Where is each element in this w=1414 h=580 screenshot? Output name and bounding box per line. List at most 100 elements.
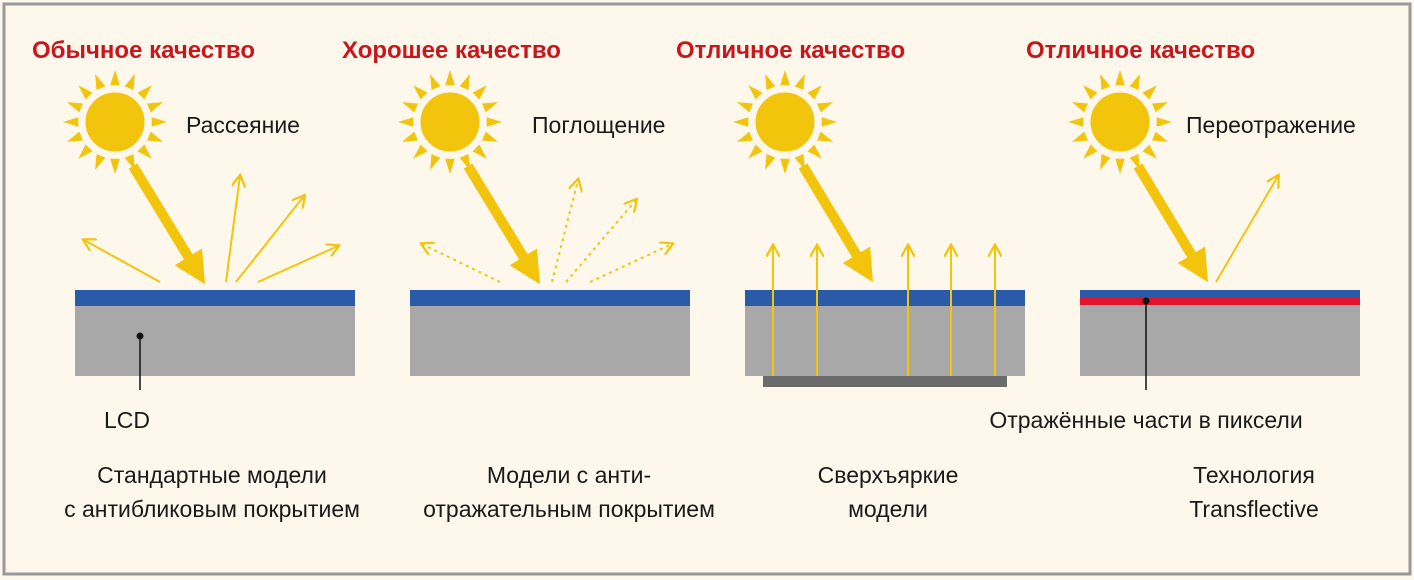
sun-ray [482,131,499,142]
description-1-line-2: с антибликовым покрытием [64,496,360,522]
effect-label-2: Поглощение [532,112,665,138]
sun-ray [459,73,470,90]
quality-title-3: Отличное качество [676,37,905,64]
sun-ray [1071,102,1088,113]
coating-layer [75,290,355,306]
sun-ray [736,102,753,113]
scattered-ray [225,176,240,283]
sun-ray [1142,144,1157,159]
panel-4: Отличное качество Переотражение Отражённ… [989,37,1360,522]
sun-disc [752,89,818,155]
scattered-ray [84,240,161,283]
description-3-line-2: модели [848,496,928,522]
backlight-bar [763,376,1007,387]
sun-ray [413,144,428,159]
sun-ray [821,117,837,127]
sun-ray [1100,73,1111,90]
sun-disc [82,89,148,155]
sun-ray [472,144,487,159]
sun-ray [1083,144,1098,159]
sun-ray [398,117,414,127]
sun-ray [445,158,455,174]
panel-2: Хорошее качество Поглощение Модели с ант… [342,37,715,522]
reflected-ray [1215,176,1278,283]
sun-ray [1156,117,1172,127]
lcd-label: LCD [104,407,150,433]
sun-ray [817,102,834,113]
incoming-light-arrow [798,163,873,283]
scattered-ray [235,196,304,283]
quality-title-1: Обычное качество [32,37,255,64]
sun-ray [151,117,167,127]
sun-ray [1152,102,1169,113]
sun-ray [137,144,152,159]
absorbed-ray [589,244,672,283]
reflective-layer [1080,298,1360,305]
sun-ray [459,154,470,171]
description-3-line-1: Сверхъяркие [818,462,959,488]
panel-3: Отличное качество Сверхъяркие модели [676,37,1025,522]
coating-layer [745,290,1025,306]
sun-ray [794,154,805,171]
lcd-layer [1080,305,1360,376]
description-4-line-2: Transflective [1189,496,1319,522]
sun-ray [1115,70,1125,86]
sun-ray [807,85,822,100]
leader-dot [1142,297,1150,305]
sun-disc [1087,89,1153,155]
description-1-line-1: Стандартные модели [97,462,327,488]
sun-ray [124,154,135,171]
sun-ray [401,102,418,113]
coating-layer [410,290,690,306]
sun-ray [1115,158,1125,174]
effect-label-4: Переотражение [1186,112,1356,138]
sun-ray [817,131,834,142]
reflected-parts-label: Отражённые части в пиксели [989,407,1302,433]
sun-ray [765,73,776,90]
sun-ray [110,70,120,86]
sun-ray [748,85,763,100]
description-2-line-2: отражательным покрытием [423,496,715,522]
sun-ray [110,158,120,174]
quality-title-4: Отличное качество [1026,37,1255,64]
lcd-layer [75,306,355,376]
sun-ray [66,102,83,113]
sun-icon [1068,70,1172,174]
incoming-light-arrow [463,163,540,285]
effect-label-1: Рассеяние [186,112,300,138]
incoming-light-arrow [128,163,205,285]
sun-ray [78,144,93,159]
sun-ray [736,131,753,142]
sun-ray [78,85,93,100]
sun-ray [472,85,487,100]
sun-ray [430,154,441,171]
sun-ray [413,85,428,100]
sun-ray [445,70,455,86]
absorbed-ray [422,244,501,283]
sun-ray [401,131,418,142]
lcd-layer [745,306,1025,376]
sun-ray [765,154,776,171]
sun-ray [63,117,79,127]
panel-1: Обычное качество Рассеяние LCD Стандартн… [32,37,360,522]
sun-ray [780,70,790,86]
description-2-line-1: Модели с анти- [487,462,651,488]
sun-disc [417,89,483,155]
sun-ray [137,85,152,100]
incoming-light-arrow [1133,163,1208,283]
sun-ray [1068,117,1084,127]
description-4-line-1: Технология [1193,462,1315,488]
sun-ray [147,131,164,142]
sun-ray [733,117,749,127]
sun-ray [1071,131,1088,142]
sun-icon [398,70,502,174]
sun-ray [1100,154,1111,171]
sun-icon [63,70,167,174]
leader-dot [136,332,144,340]
sun-ray [66,131,83,142]
sun-ray [95,73,106,90]
sun-ray [748,144,763,159]
sun-ray [794,73,805,90]
